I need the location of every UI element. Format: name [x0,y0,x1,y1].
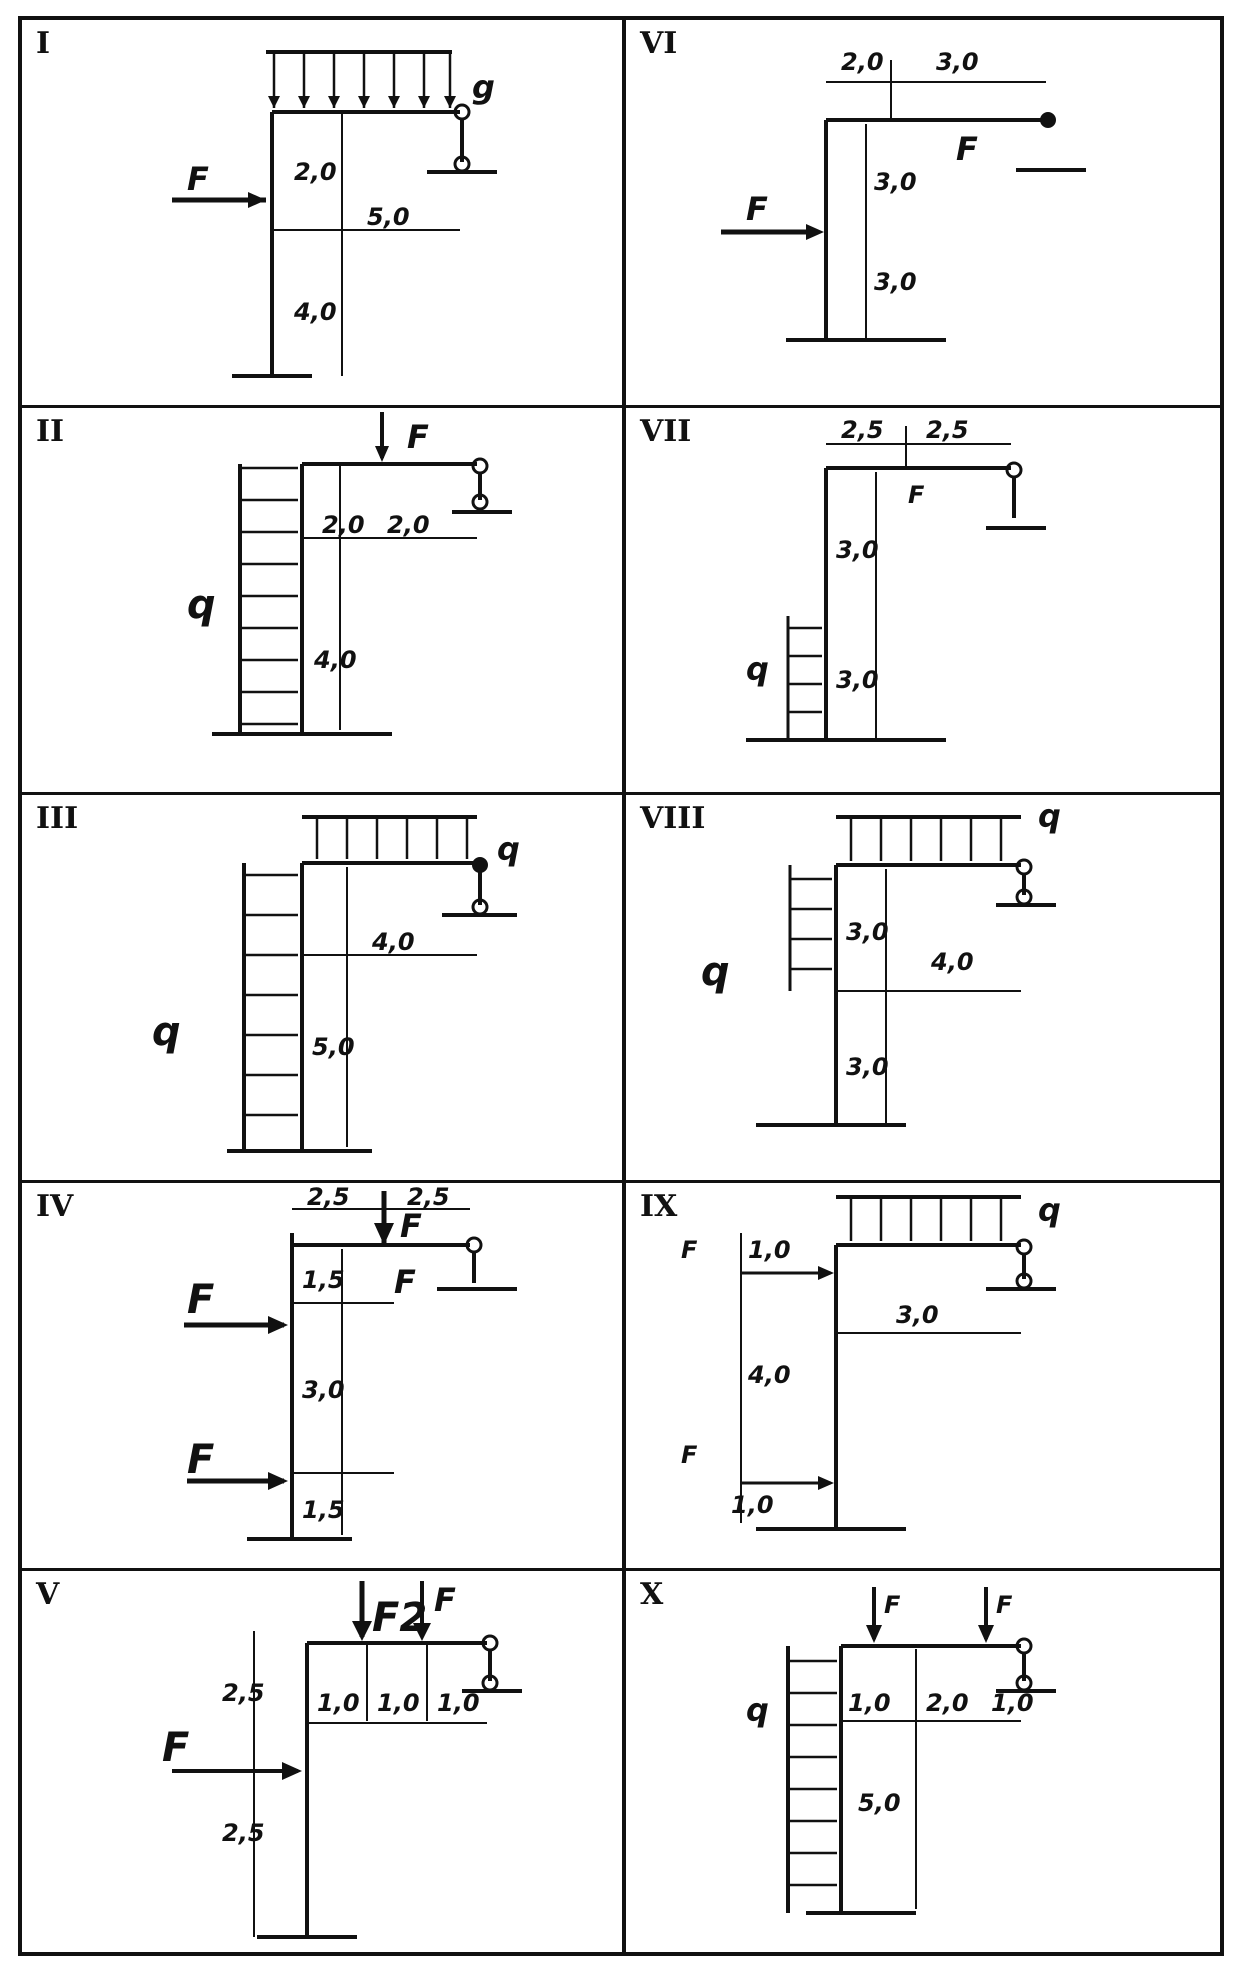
dimension-label: 2,5 [841,416,884,444]
dimension-label: 1,0 [731,1491,774,1519]
dimension-label: 3,0 [896,1301,939,1329]
diagram-VII: VII q F 2,5 2,5 3,0 [626,408,1226,793]
dimension-label: 4,0 [313,646,357,674]
dimension-label: 4,0 [371,928,415,956]
frame-schematic: F F F F 2,5 2,5 1,5 3,0 1,5 [184,1183,517,1541]
frame-schematic: F2 F F 1,0 1,0 1,0 2,5 2,5 [162,1581,522,1939]
diagram-VIII: VIII [626,795,1226,1180]
frame-schematic: F F 2,0 3,0 3,0 3,0 [721,48,1086,342]
frame-schematic: q F 2,5 2,5 3,0 3,0 [746,416,1046,742]
load-q-top-label: q [1038,797,1061,835]
frame-schematic: F q 2,0 2,0 4,0 [187,412,512,736]
load-q-label: q [746,1691,769,1729]
diagram-number: VII [640,414,692,449]
force-F1-right-label: F [996,1591,1013,1619]
dimension-label: 4,0 [747,1361,791,1389]
worksheet-frame: I [18,16,1224,1956]
force-F1-upper-label: F [187,1277,214,1323]
dimension-label: 1,5 [302,1266,345,1294]
force-F2-top-label: F [400,1207,422,1245]
dimension-label: 2,5 [222,1679,265,1707]
load-q-top-label: q [497,830,520,868]
diagram-number: II [36,414,65,449]
force-F2-label: F2 [372,1595,427,1641]
dimension-label: 2,0 [926,1689,969,1717]
dimension-label: 5,0 [367,203,410,231]
dimension-label: 4,0 [930,948,974,976]
frame-schematic: q q 4,0 5,0 [152,815,520,1153]
force-F1-left-label: F [884,1591,901,1619]
dimension-label: 3,0 [874,268,917,296]
frame-schematic: q q 3,0 4,0 3,0 [701,797,1061,1127]
dimension-label: 3,0 [836,536,879,564]
dimension-label: 3,0 [836,666,879,694]
force-F2-label: F [394,1263,416,1301]
force-F1-upper-label: F [681,1236,698,1264]
diagram-V: V F2 [22,1571,622,1956]
dimension-label: 1,5 [302,1496,345,1524]
force-F1-top-label: F [434,1581,456,1619]
diagram-X: X [626,1571,1226,1956]
dimension-label: 4,0 [293,298,337,326]
diagram-number: V [36,1577,60,1612]
dimension-label: 5,0 [858,1789,901,1817]
dimension-label: 3,0 [936,48,979,76]
dimension-label: 3,0 [846,918,889,946]
force-F1-label: F [746,190,768,228]
dimension-label: 2,0 [294,158,337,186]
diagram-VI: VI F F 2,0 3,0 3,0 3,0 [626,20,1226,405]
dimension-label: 1,0 [437,1689,480,1717]
dimension-label: 3,0 [874,168,917,196]
dimension-label: 2,0 [322,511,365,539]
diagram-number: IV [36,1189,74,1224]
row-divider [22,792,1220,795]
dimension-label: 3,0 [846,1053,889,1081]
diagram-number: X [640,1577,664,1612]
column-divider [622,20,626,1952]
row-divider [22,405,1220,408]
dimension-label: 2,5 [407,1183,450,1211]
frame-schematic: F g 2,0 5,0 4,0 [172,50,497,378]
diagram-III: III [22,795,622,1180]
dimension-label: 2,5 [222,1819,265,1847]
load-q-label: g [472,68,495,106]
force-F1-label: F [187,160,209,198]
dimension-label: 2,5 [307,1183,350,1211]
load-q-label: q [187,582,216,628]
force-F1-lower-label: F [681,1441,698,1469]
dimension-label: 2,5 [926,416,969,444]
diagram-number: VI [640,26,678,61]
load-q-side-label: q [152,1009,181,1055]
dimension-label: 1,0 [848,1689,891,1717]
diagram-number: IX [640,1189,678,1224]
force-F1-side-label: F [162,1725,189,1771]
load-q-side-label: q [701,949,730,995]
dimension-label: 1,0 [748,1236,791,1264]
force-F1-label: F [908,481,925,509]
load-q-label: q [1038,1191,1061,1229]
dimension-label: 2,0 [387,511,430,539]
diagram-II: II [22,408,622,793]
diagram-I: I [22,20,622,405]
diagram-IV: IV F F [22,1183,622,1568]
row-divider [22,1568,1220,1571]
dimension-label: 3,0 [302,1376,345,1404]
dimension-label: 1,0 [317,1689,360,1717]
diagram-number: VIII [640,801,706,836]
row-divider [22,1180,1220,1183]
frame-schematic: q F F 1,0 2,0 1,0 5,0 [746,1587,1056,1915]
dimension-label: 1,0 [991,1689,1034,1717]
dimension-label: 5,0 [312,1033,355,1061]
diagram-number: I [36,26,51,61]
diagram-IX: IX [626,1183,1226,1568]
dimension-label: 1,0 [377,1689,420,1717]
frame-schematic: q F F 1,0 3,0 4,0 1,0 [681,1191,1061,1531]
force-F2-label: F [956,130,978,168]
load-q-label: q [746,650,769,688]
force-F1-label: F [407,418,429,456]
dimension-label: 2,0 [841,48,884,76]
diagram-number: III [36,801,79,836]
force-F1-lower-label: F [187,1437,214,1483]
